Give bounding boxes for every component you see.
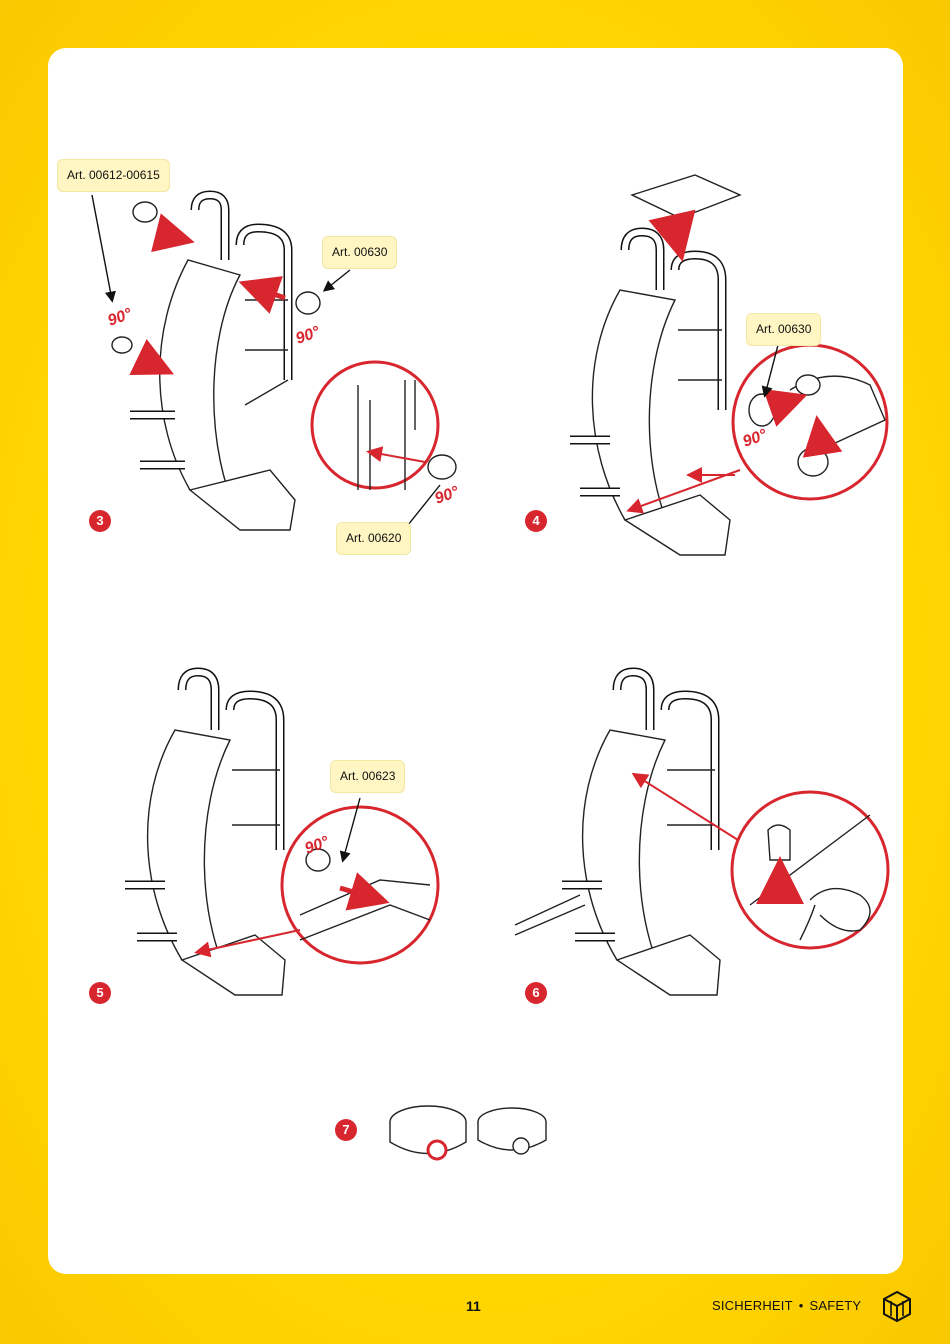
step7-hose-clamps <box>390 1106 546 1159</box>
step-4-badge: 4 <box>525 510 547 532</box>
step-5-badge: 5 <box>89 982 111 1004</box>
box-icon <box>880 1289 914 1323</box>
step-7-badge: 7 <box>335 1119 357 1141</box>
label-step3-right: Art. 00630 <box>322 236 397 269</box>
step4-illustration <box>570 175 887 555</box>
footer-section-de: SICHERHEIT <box>712 1298 793 1313</box>
page-number: 11 <box>466 1298 481 1314</box>
footer-separator: • <box>799 1298 804 1313</box>
footer-section: SICHERHEIT • SAFETY <box>712 1298 861 1313</box>
step3-illustration <box>112 195 456 530</box>
label-step4: Art. 00630 <box>746 313 821 346</box>
footer-section-en: SAFETY <box>810 1298 862 1313</box>
step-3-badge: 3 <box>89 510 111 532</box>
label-step5: Art. 00623 <box>330 760 405 793</box>
label-step3-top: Art. 00612-00615 <box>57 159 170 192</box>
step5-illustration <box>125 672 438 995</box>
label-step3-bottom: Art. 00620 <box>336 522 411 555</box>
step6-illustration <box>515 672 888 995</box>
step-6-badge: 6 <box>525 982 547 1004</box>
